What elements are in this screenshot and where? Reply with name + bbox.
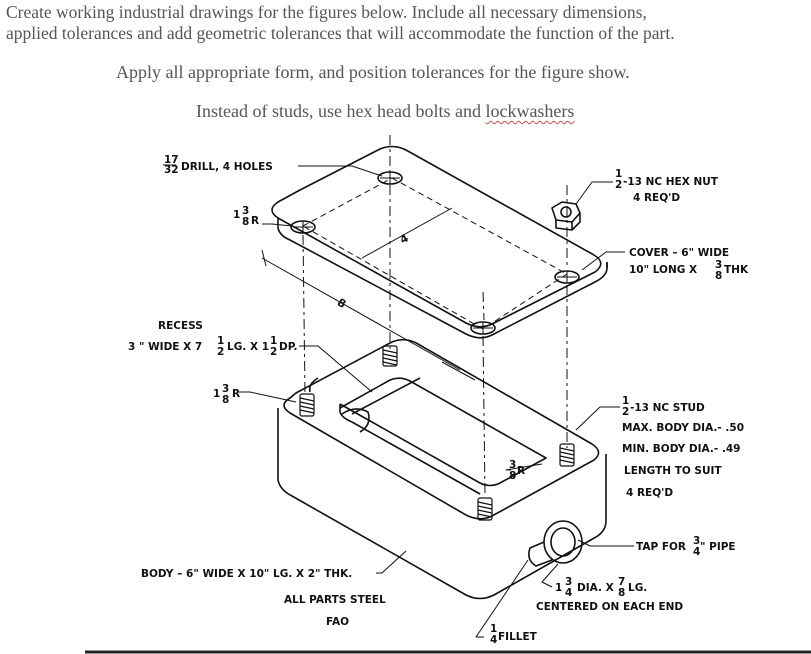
recess-line2b: LG. X 1 xyxy=(227,341,269,353)
stud-min: MIN. BODY DIA.- .49 xyxy=(622,443,740,455)
cover-line2: 10" LONG X xyxy=(629,264,697,276)
body-radius-whole: 1 xyxy=(213,388,220,400)
stud-threads xyxy=(299,345,575,521)
tap-note: TAP FOR xyxy=(636,541,686,553)
dim-width: 4 xyxy=(398,231,411,246)
tap-frac-den: 4 xyxy=(693,546,700,558)
recess-frac2-num: 1 xyxy=(270,335,277,347)
recess-radius-num: 3 xyxy=(509,459,516,471)
cover-radius-num: 3 xyxy=(242,205,249,217)
drill-frac-den: 32 xyxy=(164,164,179,176)
instruction-line-2: applied tolerances and add geometric tol… xyxy=(6,23,675,43)
recess-line1: RECESS xyxy=(158,320,203,332)
fillet-label: FILLET xyxy=(498,631,538,643)
nut-line1: -13 NC HEX NUT xyxy=(623,176,719,188)
cover-plate xyxy=(271,145,608,339)
recess-line2a: 3 " WIDE X 7 xyxy=(128,341,202,353)
fillet-den: 4 xyxy=(490,634,497,646)
tap-suffix: " PIPE xyxy=(700,541,736,553)
recess-line2c: DP. xyxy=(279,341,297,353)
stud-frac-den: 2 xyxy=(622,406,629,418)
drill-frac-num: 17 xyxy=(164,154,179,166)
cover-thk-num: 3 xyxy=(715,259,722,271)
recess-radius-suffix: R xyxy=(517,465,525,477)
recess-frac2-den: 2 xyxy=(270,346,277,358)
hex-nut xyxy=(551,201,581,231)
recess-radius-den: 8 xyxy=(509,470,516,482)
cover-radius-suffix: R xyxy=(251,215,259,227)
cover-radius-whole: 1 xyxy=(233,209,240,221)
stud-len: LENGTH TO SUIT xyxy=(624,465,722,477)
stud-req: 4 REQ'D xyxy=(626,487,673,499)
body-radius-num: 3 xyxy=(222,383,229,395)
stud-frac-num: 1 xyxy=(622,395,629,407)
cover-thk-den: 8 xyxy=(715,270,722,282)
stud-max: MAX. BODY DIA.- .50 xyxy=(622,422,744,434)
material-line1: ALL PARTS STEEL xyxy=(284,594,386,606)
cover-line1: COVER – 6" WIDE xyxy=(629,247,729,259)
recess-frac1-den: 2 xyxy=(217,346,224,358)
tap-frac-num: 3 xyxy=(693,535,700,547)
nut-frac-num: 1 xyxy=(615,168,622,180)
drawing-labels: 17 32 DRILL, 4 HOLES 1 3 8 R 1 2 -13 NC … xyxy=(128,154,749,646)
material-line2: FAO xyxy=(326,616,349,628)
body-block xyxy=(277,338,607,600)
spellcheck-word[interactable]: lockwashers xyxy=(485,101,575,121)
boss-line1-pre: 1 xyxy=(555,582,562,594)
boss-line1-mid: DIA. X xyxy=(577,582,614,594)
dim-length: 8 xyxy=(335,296,348,311)
body-radius-den: 8 xyxy=(222,394,229,406)
boss-line2: CENTERED ON EACH END xyxy=(536,601,683,613)
drill-note: DRILL, 4 HOLES xyxy=(181,161,273,173)
instruction-line-1: Create working industrial drawings for t… xyxy=(6,2,647,22)
nut-frac-den: 2 xyxy=(615,179,622,191)
boss-frac1-den: 4 xyxy=(565,587,572,599)
instruction-line-4-text: Instead of studs, use hex head bolts and xyxy=(196,101,486,121)
fillet-num: 1 xyxy=(490,623,497,635)
body-note: BODY – 6" WIDE X 10" LG. X 2" THK. xyxy=(141,568,352,580)
instruction-line-3: Apply all appropriate form, and position… xyxy=(116,62,630,82)
recess-frac1-num: 1 xyxy=(217,335,224,347)
body-radius-suffix: R xyxy=(232,388,240,400)
cover-thk-suffix: THK xyxy=(724,264,749,276)
boss-frac1-num: 3 xyxy=(565,576,572,588)
nut-line2: 4 REQ'D xyxy=(633,192,680,204)
instruction-line-4: Instead of studs, use hex head bolts and… xyxy=(196,101,574,122)
stud-line1: -13 NC STUD xyxy=(630,402,705,414)
boss-frac2-den: 8 xyxy=(618,587,625,599)
boss-line1-post: LG. xyxy=(628,582,647,594)
cover-radius-den: 8 xyxy=(242,216,249,228)
boss-frac2-num: 7 xyxy=(618,576,625,588)
